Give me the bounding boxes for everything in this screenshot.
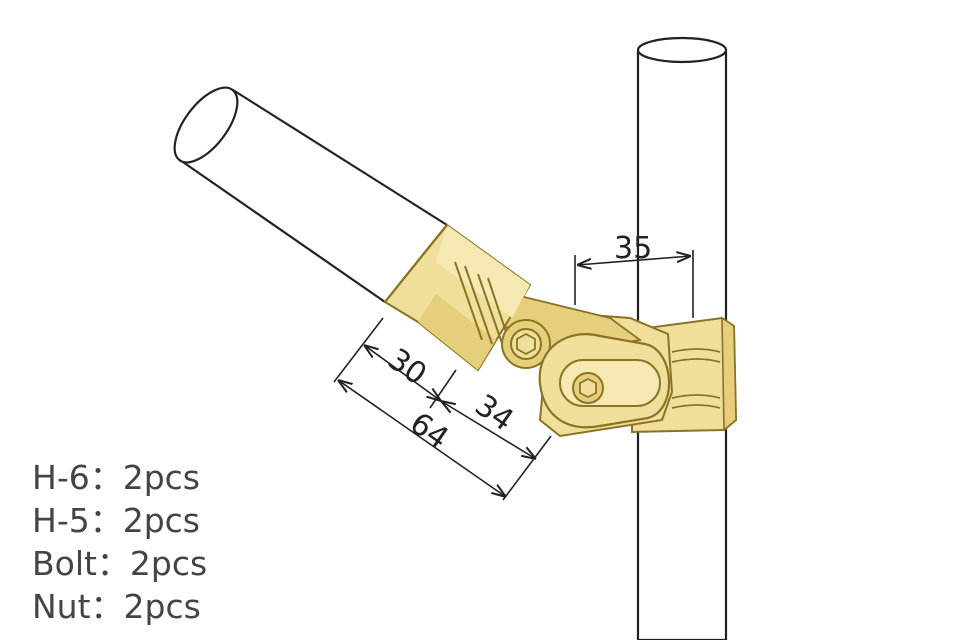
parts-list-item-h5: H-5：2pcs bbox=[32, 501, 200, 540]
diagonal-pipe bbox=[173, 86, 448, 303]
parts-list-item-h6: H-6：2pcs bbox=[32, 458, 200, 497]
pipe-socket bbox=[383, 223, 532, 372]
dimension-label-35: 35 bbox=[614, 231, 652, 266]
dimension-label-64: 64 bbox=[403, 406, 454, 457]
parts-list: H-6：2pcs H-5：2pcs Bolt：2pcs Nut：2pcs bbox=[32, 456, 207, 628]
hinge-disc bbox=[538, 333, 671, 429]
dimension-label-34: 34 bbox=[468, 388, 519, 439]
socket-bolt bbox=[501, 319, 551, 369]
parts-list-item-bolt: Bolt：2pcs bbox=[32, 544, 208, 583]
parts-list-item-nut: Nut：2pcs bbox=[32, 587, 201, 626]
dimension-label-30: 30 bbox=[381, 342, 432, 393]
dimension-35: 35 bbox=[574, 231, 694, 318]
